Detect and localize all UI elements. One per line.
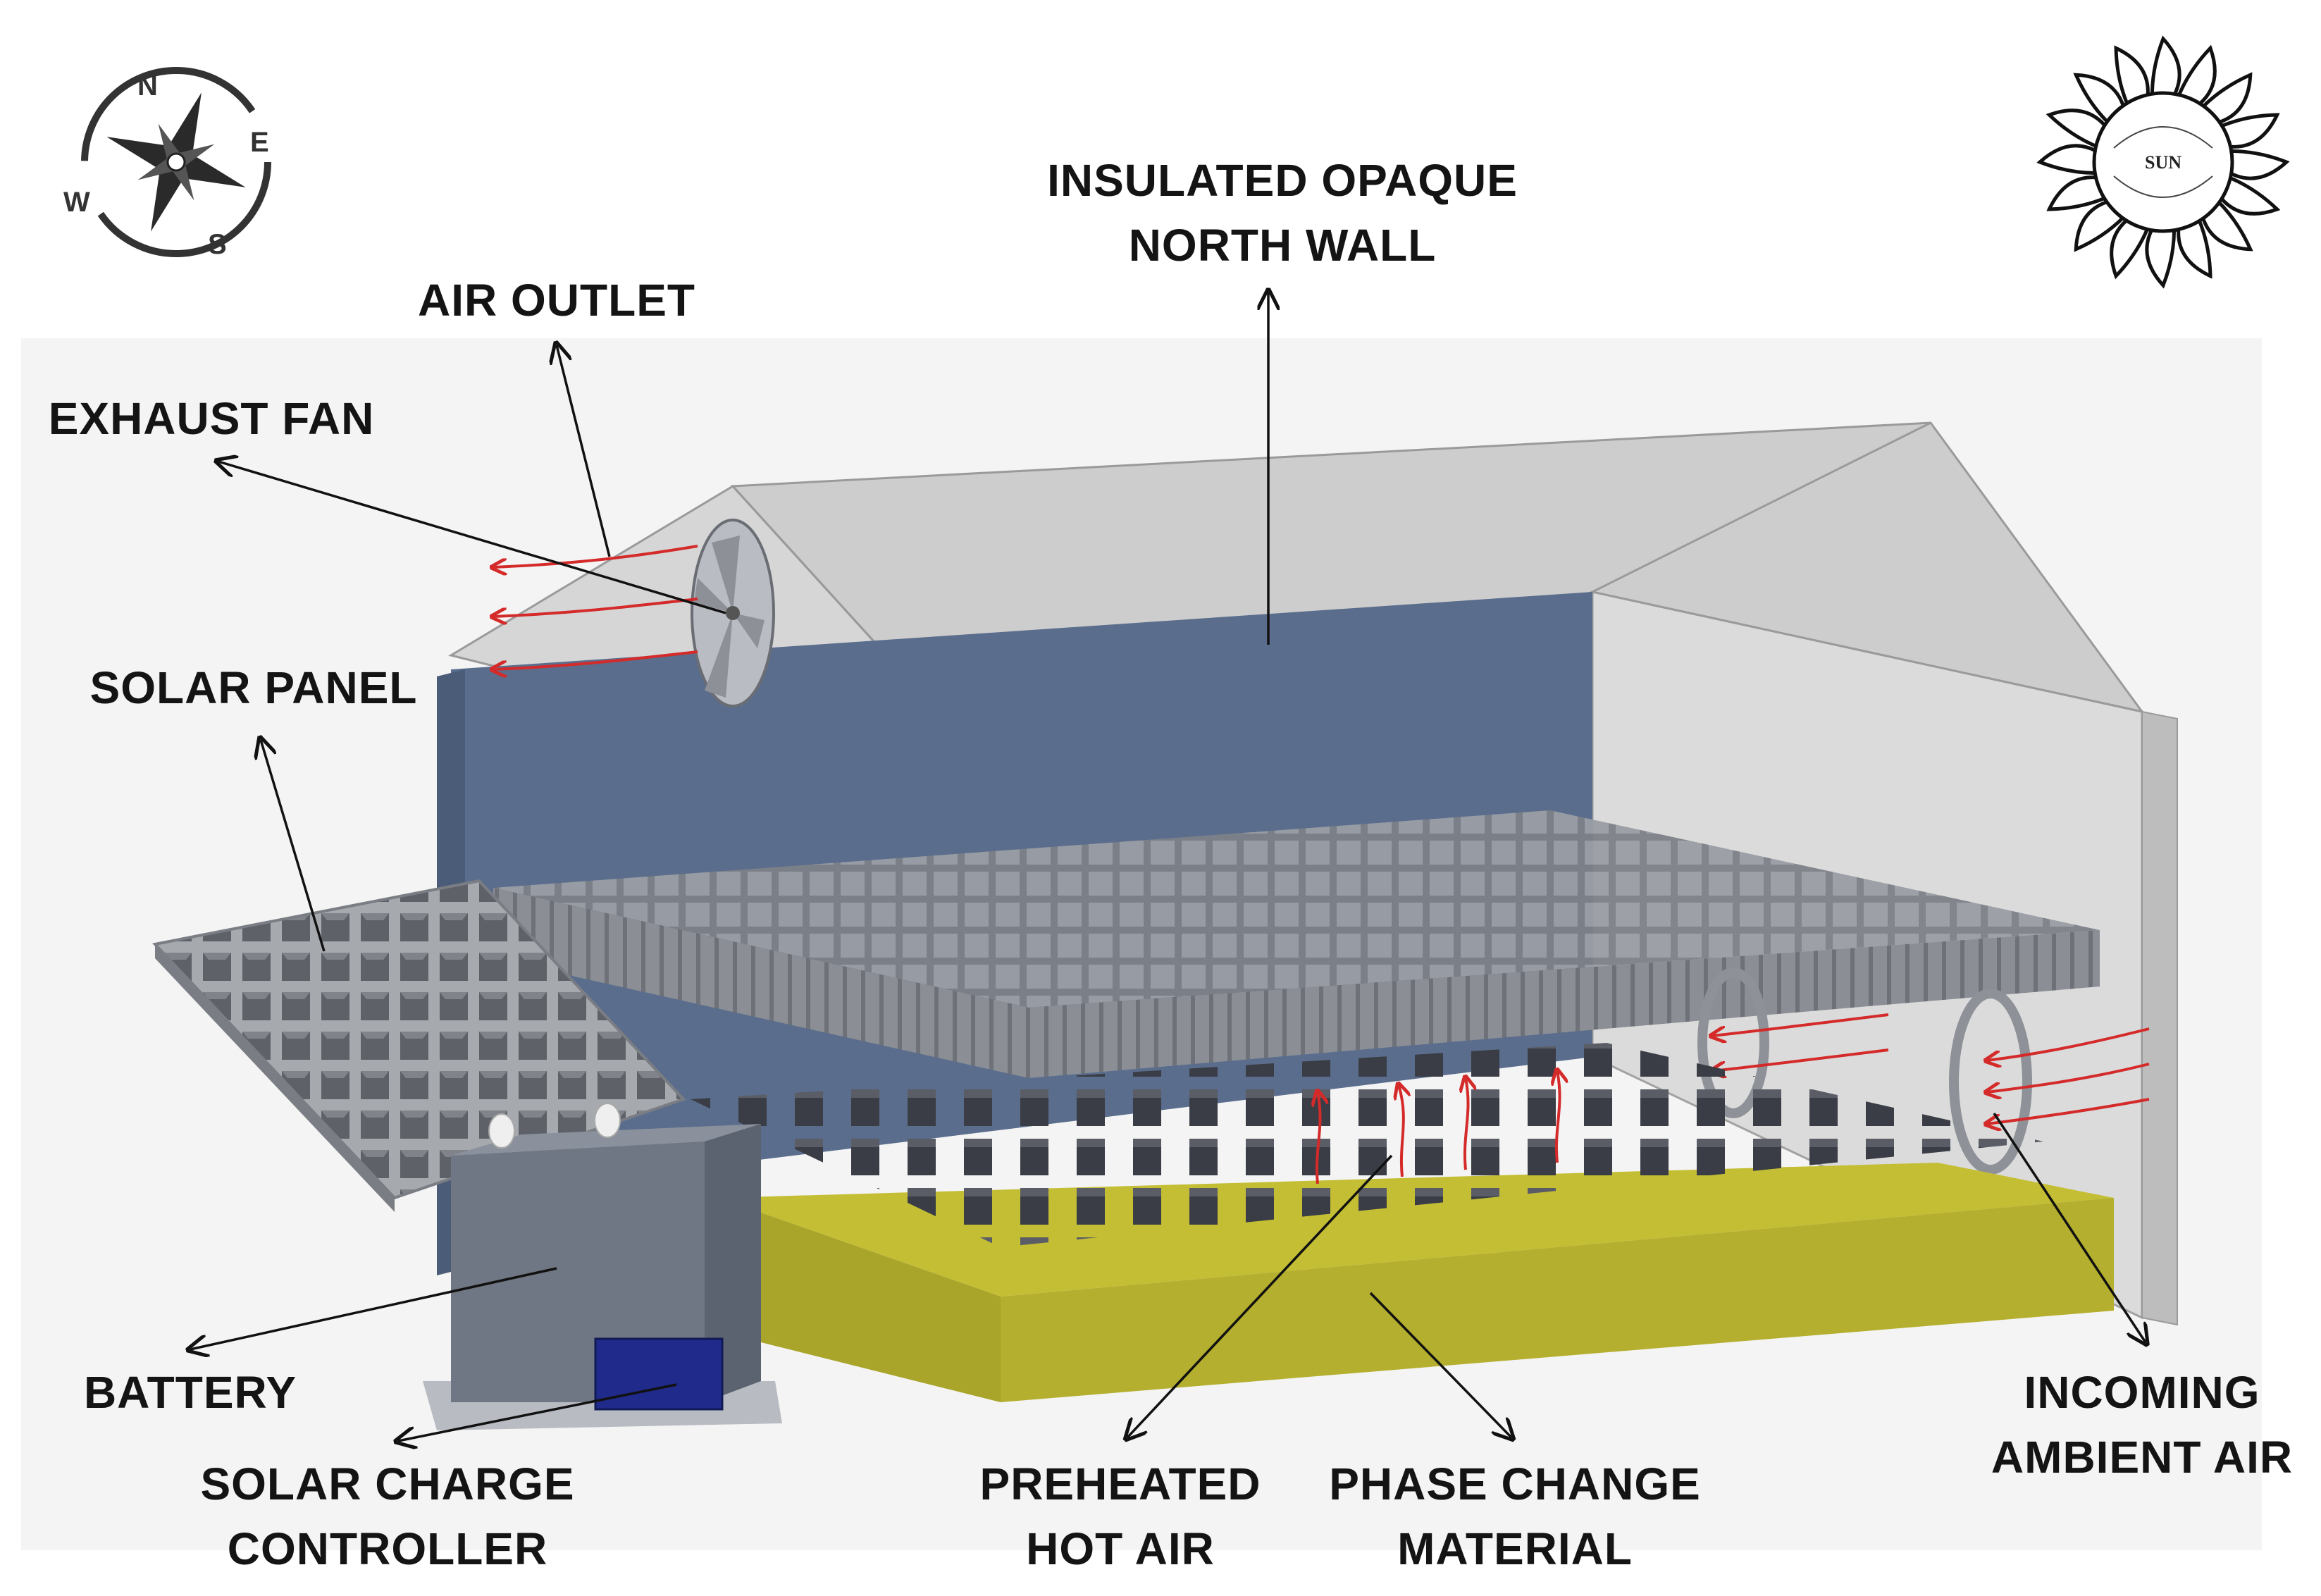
- label-pcm-line1: PHASE CHANGE: [1329, 1459, 1701, 1509]
- sun-label: SUN: [2145, 152, 2181, 173]
- sun-ray: [2218, 113, 2280, 149]
- sun-ray: [2110, 217, 2150, 280]
- sun-ray: [2177, 217, 2212, 279]
- compass-e-label: E: [250, 127, 269, 158]
- solar-panel: [152, 879, 686, 1212]
- sun-ray: [2073, 73, 2126, 125]
- label-preheated-hot-air: PREHEATED HOT AIR: [944, 1452, 1296, 1581]
- label-insulated-north-wall: INSULATED OPAQUE NORTH WALL: [1015, 148, 1550, 278]
- label-solar-charge-controller: SOLAR CHARGE CONTROLLER: [176, 1452, 599, 1581]
- label-air-outlet: AIR OUTLET: [418, 275, 695, 326]
- sun-ray: [2046, 175, 2108, 211]
- leader-lines: [190, 292, 2146, 1441]
- sun-ray: [2176, 44, 2217, 107]
- label-preheated-line2: HOT AIR: [1026, 1523, 1215, 1574]
- exhaust-fan: [691, 519, 775, 707]
- sun-ray: [2036, 144, 2098, 175]
- sun-ray: [2045, 109, 2108, 149]
- sun-ray: [2114, 45, 2150, 107]
- sun-ray: [2074, 199, 2127, 252]
- label-phase-change-material: PHASE CHANGE MATERIAL: [1311, 1452, 1719, 1581]
- air-outlet-arrows: [493, 545, 698, 669]
- sun-ray: [2150, 35, 2181, 97]
- label-incoming-line2: AMBIENT AIR: [1991, 1432, 2294, 1483]
- label-pcm-line2: MATERIAL: [1397, 1523, 1633, 1574]
- label-exhaust-fan: EXHAUST FAN: [48, 393, 375, 444]
- sun-ray: [2145, 227, 2177, 289]
- label-scc-line1: SOLAR CHARGE: [200, 1459, 575, 1509]
- label-insulated-line2: NORTH WALL: [1128, 220, 1437, 271]
- label-scc-line2: CONTROLLER: [227, 1523, 548, 1574]
- sun-ray: [2200, 72, 2253, 125]
- sun-icon: SUN: [2036, 35, 2290, 289]
- compass-n-label: N: [137, 70, 158, 101]
- storage-blocks: [691, 1043, 2043, 1247]
- label-insulated-line1: INSULATED OPAQUE: [1047, 155, 1518, 206]
- label-battery: BATTERY: [83, 1367, 297, 1418]
- label-preheated-line1: PREHEATED: [979, 1459, 1261, 1509]
- solar-charge-controller-box: [594, 1337, 724, 1411]
- label-solar-panel: SOLAR PANEL: [89, 662, 418, 713]
- sun-ray: [2228, 149, 2290, 180]
- hot-air-arrows: [1317, 1071, 1560, 1184]
- label-incoming-ambient-air: INCOMING AMBIENT AIR: [1973, 1360, 2311, 1490]
- incoming-air-arrows: [1712, 1013, 2150, 1124]
- sun-ray: [2218, 175, 2281, 216]
- compass-w-label: W: [63, 187, 90, 218]
- sun-ray: [2201, 199, 2253, 252]
- compass-s-label: S: [208, 229, 227, 260]
- battery-unit: [423, 1103, 782, 1430]
- compass-rose: N E S W: [63, 67, 271, 260]
- upper-grid-tray: [493, 810, 2100, 1078]
- label-incoming-line1: INCOMING: [2024, 1367, 2260, 1418]
